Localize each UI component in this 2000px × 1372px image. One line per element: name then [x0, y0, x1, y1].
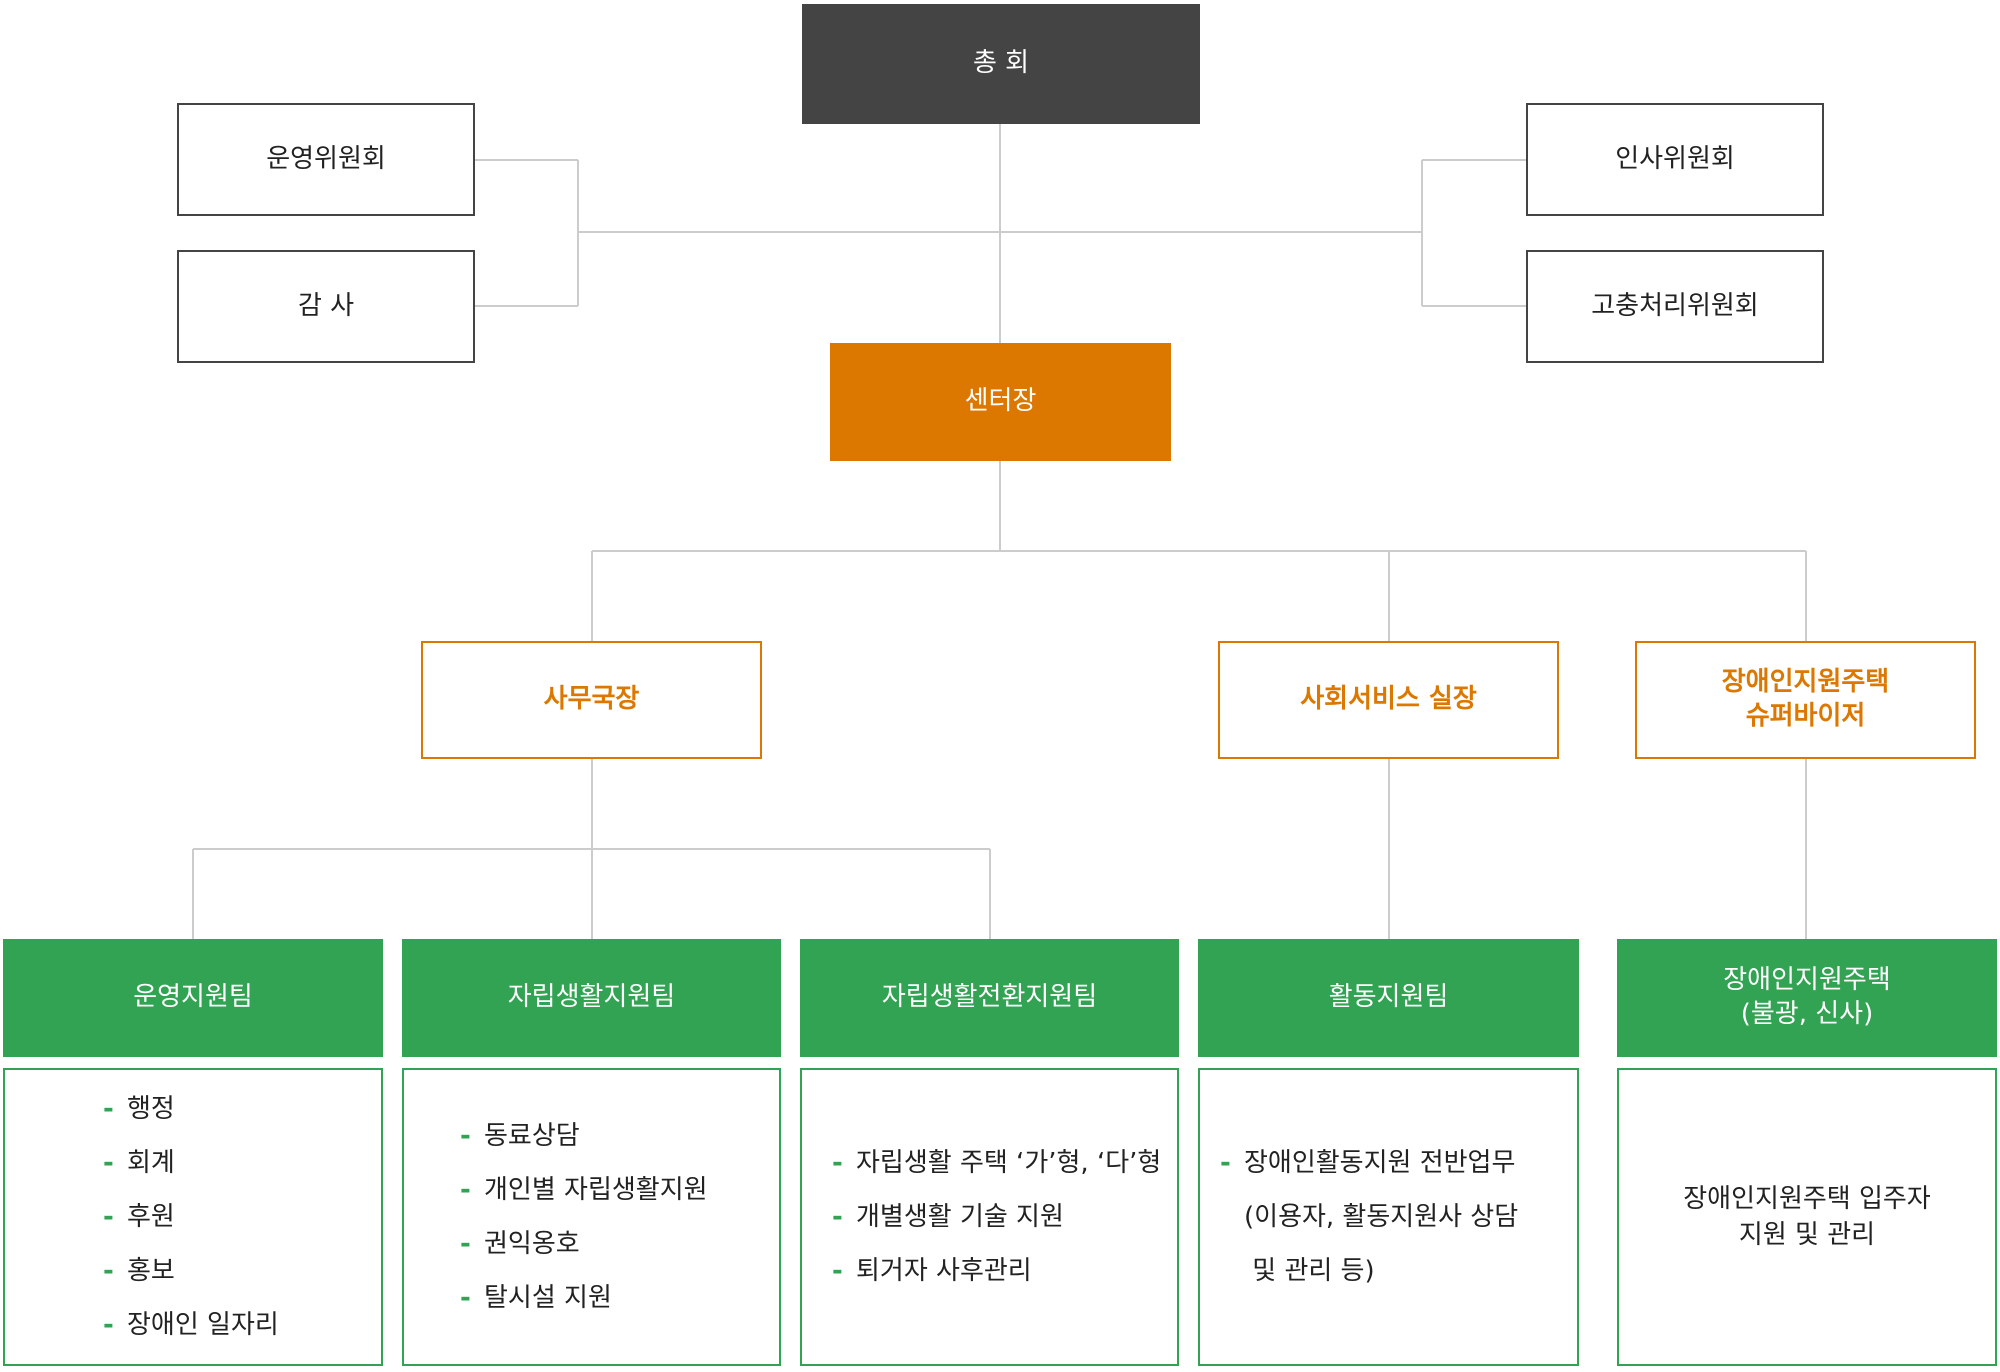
housing-description: 장애인지원주택 입주자 지원 및 관리 [1683, 1183, 1931, 1250]
list-item: -개별생활 기술 지원 [832, 1202, 1064, 1232]
team-header-activity: 활동지원팀 [1198, 939, 1579, 1057]
social-service-head-label: 사회서비스 실장 [1300, 684, 1477, 715]
team-detail-transition: -자립생활 주택 ‘가’형, ‘다’형 -개별생활 기술 지원 -퇴거자 사후관… [800, 1068, 1179, 1366]
team-name: 장애인지원주택 (불광, 신사) [1723, 965, 1891, 1029]
audit-label: 감 사 [297, 290, 355, 321]
duty-list: -자립생활 주택 ‘가’형, ‘다’형 -개별생활 기술 지원 -퇴거자 사후관… [832, 1136, 1161, 1298]
list-item: -회계 [103, 1148, 175, 1178]
team-detail-operations: -행정 -회계 -후원 -홍보 -장애인 일자리 [3, 1068, 383, 1366]
general-assembly-box: 총 회 [802, 4, 1200, 124]
list-item: -탈시설 지원 [460, 1283, 612, 1313]
list-item: -개인별 자립생활지원 [460, 1175, 708, 1205]
operating-committee-box: 운영위원회 [177, 103, 475, 216]
secretary-general-box: 사무국장 [421, 641, 762, 759]
secretary-general-label: 사무국장 [543, 684, 640, 715]
duty-list: -장애인활동지원 전반업무 (이용자, 활동지원사 상담 및 관리 등) [1220, 1136, 1518, 1298]
team-name: 자립생활지원팀 [507, 982, 676, 1013]
list-item: -홍보 [103, 1256, 175, 1286]
team-header-housing: 장애인지원주택 (불광, 신사) [1617, 939, 1997, 1057]
personnel-committee-label: 인사위원회 [1615, 143, 1735, 174]
list-item-continuation: 및 관리 등) [1244, 1256, 1375, 1286]
personnel-committee-box: 인사위원회 [1526, 103, 1824, 216]
audit-box: 감 사 [177, 250, 475, 363]
team-detail-independent-living: -동료상담 -개인별 자립생활지원 -권익옹호 -탈시설 지원 [402, 1068, 781, 1366]
team-header-independent-living: 자립생활지원팀 [402, 939, 781, 1057]
housing-supervisor-label: 장애인지원주택 슈퍼바이저 [1721, 667, 1890, 731]
team-name: 운영지원팀 [133, 982, 253, 1013]
team-name: 활동지원팀 [1328, 982, 1449, 1013]
director-box: 센터장 [830, 343, 1171, 461]
list-item: -자립생활 주택 ‘가’형, ‘다’형 [832, 1148, 1162, 1178]
grievance-committee-label: 고충처리위원회 [1591, 290, 1759, 321]
list-item: -권익옹호 [460, 1229, 580, 1259]
list-item: -장애인 일자리 [103, 1310, 279, 1340]
team-detail-activity: -장애인활동지원 전반업무 (이용자, 활동지원사 상담 및 관리 등) [1198, 1068, 1579, 1366]
list-item: -동료상담 [460, 1121, 580, 1151]
team-detail-housing: 장애인지원주택 입주자 지원 및 관리 [1617, 1068, 1997, 1366]
operating-committee-label: 운영위원회 [266, 143, 386, 174]
team-header-transition: 자립생활전환지원팀 [800, 939, 1179, 1057]
duty-list: -행정 -회계 -후원 -홍보 -장애인 일자리 [103, 1082, 279, 1352]
list-item: -퇴거자 사후관리 [832, 1256, 1032, 1286]
list-item: -행정 [103, 1094, 175, 1124]
list-item: -장애인활동지원 전반업무 [1220, 1148, 1516, 1178]
housing-supervisor-box: 장애인지원주택 슈퍼바이저 [1635, 641, 1976, 759]
grievance-committee-box: 고충처리위원회 [1526, 250, 1824, 363]
director-label: 센터장 [964, 386, 1037, 417]
team-header-operations: 운영지원팀 [3, 939, 383, 1057]
list-item: -후원 [103, 1202, 175, 1232]
duty-list: -동료상담 -개인별 자립생활지원 -권익옹호 -탈시설 지원 [460, 1109, 708, 1325]
general-assembly-label: 총 회 [972, 48, 1030, 79]
social-service-head-box: 사회서비스 실장 [1218, 641, 1559, 759]
list-item-continuation: (이용자, 활동지원사 상담 [1244, 1202, 1519, 1232]
team-name: 자립생활전환지원팀 [881, 982, 1098, 1013]
